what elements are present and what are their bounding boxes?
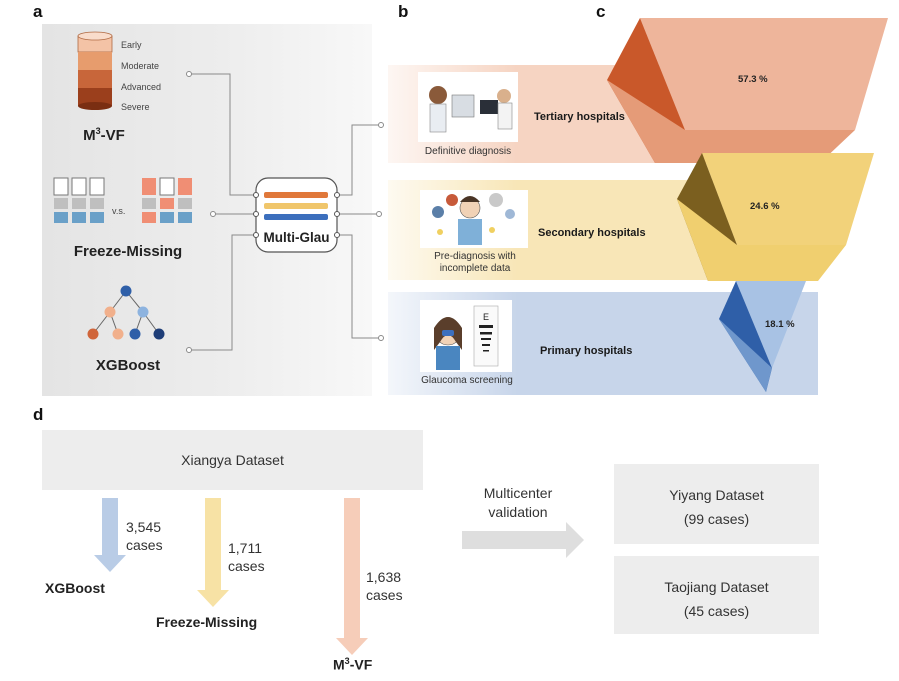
funnel-chart <box>607 18 888 392</box>
multi-glau-label: Multi-Glau <box>263 230 330 245</box>
tertiary-label: Tertiary hospitals <box>534 111 625 123</box>
dataset-arrows <box>94 498 584 655</box>
vf-level-early: Early <box>121 40 142 50</box>
pct-secondary: 24.6 % <box>750 201 780 212</box>
vs-text: v.s. <box>112 206 126 216</box>
primary-caption: Glaucoma screening <box>421 375 513 386</box>
tier-illustrations: E <box>418 72 528 372</box>
vf-stack-icon <box>77 31 113 110</box>
freeze-missing-model-label: Freeze-Missing <box>156 614 258 630</box>
yiyang-dataset-label: Yiyang Dataset(99 cases) <box>669 487 764 527</box>
tertiary-caption: Definitive diagnosis <box>424 146 512 157</box>
vf-level-severe: Severe <box>121 102 150 112</box>
vf-level-advanced: Advanced <box>121 82 162 92</box>
panel-letter-d: d <box>33 405 44 424</box>
multi-glau-box <box>253 177 340 253</box>
freeze-missing-title: Freeze-Missing <box>73 243 183 260</box>
output-connectors <box>337 122 384 341</box>
vf-title: M3-VF <box>83 126 125 144</box>
pct-primary: 18.1 % <box>765 319 795 330</box>
freeze-missing-icon <box>53 177 192 223</box>
panel-letter-c: c <box>596 2 606 21</box>
panel-letter-a: a <box>33 2 43 21</box>
secondary-label: Secondary hospitals <box>538 227 646 239</box>
xgboost-title: XGBoost <box>95 357 161 374</box>
input-connectors <box>186 71 256 353</box>
xiangya-dataset-label: Xiangya Dataset <box>181 452 284 468</box>
xgboost-tree-icon <box>87 285 165 340</box>
xgboost-model-label: XGBoost <box>45 580 105 596</box>
secondary-caption: Pre-diagnosis with incomplete data <box>434 251 516 274</box>
yiyang-dataset-box <box>614 464 819 544</box>
taojiang-dataset-box <box>614 556 819 634</box>
vf-model-label: M3-VF <box>333 656 373 673</box>
vf-level-moderate: Moderate <box>121 61 160 71</box>
primary-label: Primary hospitals <box>540 345 633 357</box>
panel-letter-b: b <box>398 2 409 21</box>
taojiang-dataset-label: Taojiang Dataset(45 cases) <box>664 579 769 619</box>
svg-text:E: E <box>483 312 489 322</box>
xiangya-dataset-box <box>42 430 423 490</box>
pct-tertiary: 57.3 % <box>738 74 768 85</box>
